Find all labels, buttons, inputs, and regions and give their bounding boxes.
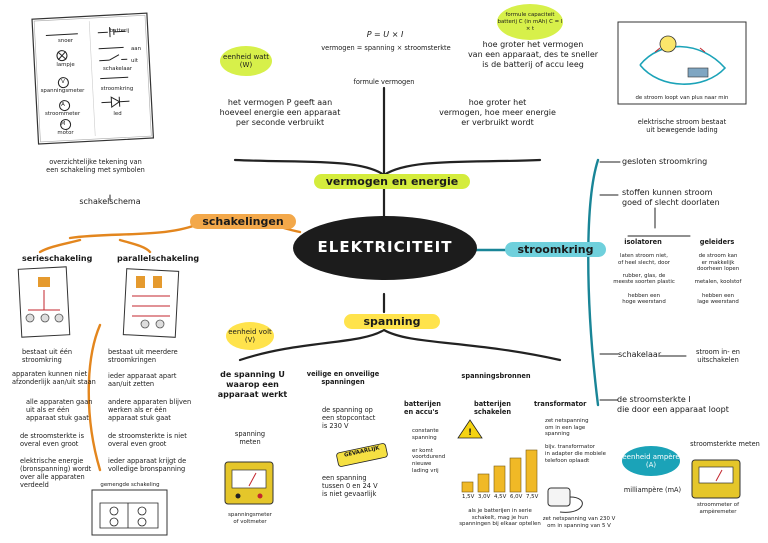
charger-picture — [547, 487, 583, 513]
connector-serie-facts — [87, 323, 102, 472]
parallel-fact-1: bestaat uit meerdere stroomkringen — [108, 348, 178, 364]
milliampere-text: milliampère (mA) — [623, 486, 682, 494]
voltmeter-picture — [224, 461, 274, 505]
circuit-picture — [617, 21, 747, 105]
transformer-caption: zet netspanning van 230 V om in spanning… — [542, 516, 616, 529]
connector-stroomkring-trunk — [587, 158, 600, 407]
mixed-circuit-diagram — [91, 489, 168, 536]
parallel-fact-4: de stroomsterkte is niet overal even gro… — [108, 432, 187, 448]
battery-1-label: 1,5V — [462, 494, 475, 500]
battery-5-label: 7,5V — [526, 494, 539, 500]
symbol-label-motor: motor — [57, 130, 74, 136]
voltmeter-caption: spanningsmeter of voltmeter — [228, 512, 272, 525]
voltage-sources-title: spanningsbronnen — [461, 372, 531, 380]
symbol-label-aan: aan — [131, 46, 142, 52]
batteries-text: constante spanning er komt voortdurend n… — [412, 428, 446, 474]
conductors-title: geleiders — [699, 238, 735, 246]
battery-4-label: 6,0V — [510, 494, 523, 500]
serie-picture — [17, 266, 71, 338]
insulators-title: isolatoren — [624, 238, 662, 246]
symbol-label-spanningsmeter: spanningsmeter — [40, 88, 85, 94]
closed-circuit: gesloten stroomkring — [622, 157, 708, 166]
ammeter-picture — [691, 459, 741, 499]
symbol-label-led: led — [113, 111, 122, 117]
parallel-fact-3: andere apparaten blijven werken als er é… — [108, 398, 192, 422]
volt-unit-bubble: eenheid volt (V) — [226, 322, 274, 350]
power-formula-words: vermogen = spanning × stroomsterkte — [321, 44, 451, 52]
connector-serie — [38, 238, 82, 254]
conduct-text: stoffen kunnen stroom goed of slecht doo… — [622, 188, 720, 207]
ammeter-caption: stroommeter of ampèremeter — [697, 502, 739, 515]
battery-2-label: 3,0V — [478, 494, 491, 500]
battery-3-label: 4,5V — [494, 494, 507, 500]
serie-title: serieschakeling — [22, 254, 93, 263]
mixed-circuit-label: gemengde schakeling — [100, 482, 160, 488]
serie-fact-5: elektrische energie (bronspanning) wordt… — [20, 457, 92, 489]
power-more-energy: hoe groter het vermogen, hoe meer energi… — [439, 98, 556, 127]
parallel-fact-5: ieder apparaat krijgt de volledige brons… — [108, 457, 187, 473]
danger-sign — [336, 443, 388, 467]
symbol-label-uit: uit — [131, 58, 139, 64]
power-formula-label: formule vermogen — [353, 78, 415, 86]
circuit-caption: de stroom loopt van plus naar min — [635, 95, 729, 101]
batteries-series-title: batterijen schakelen — [474, 400, 512, 416]
symbol-label-stroommeter: stroommeter — [44, 111, 81, 117]
power-definition: het vermogen P geeft aan hoeveel energie… — [219, 98, 341, 127]
symbol-letter-m: M — [60, 121, 66, 127]
voltage-measure: spanning meten — [234, 430, 266, 446]
parallel-fact-2: ieder apparaat apart aan/uit zetten — [108, 372, 177, 388]
branch-vermogen: vermogen en energie — [314, 174, 470, 189]
center-title: ELEKTRICITEIT — [317, 238, 453, 256]
serie-fact-2: apparaten kunnen niet afzonderlijk aan/u… — [12, 370, 96, 386]
schakelschema-label: schakelschema — [79, 197, 141, 206]
charge-text: elektrische stroom bestaat uit bewegende… — [637, 118, 727, 134]
symbol-label-schakelaar: schakelaar — [102, 66, 133, 72]
watt-unit-bubble: eenheid watt (W) — [220, 46, 272, 76]
branch-stroomkring: stroomkring — [505, 242, 606, 257]
batteries-series-caption: als je batterijen in serie schakelt, mag… — [459, 508, 541, 528]
capacity-text: hoe groter het vermogen van een apparaat… — [467, 40, 599, 69]
insulators-text: laten stroom niet, of heel slecht, door … — [613, 253, 675, 306]
conductors-text: de stroom kan er makkelijk doorheen lope… — [694, 253, 742, 306]
svg-text:!: ! — [468, 428, 472, 438]
symbol-letter-a: A — [61, 102, 65, 108]
symbols-card — [31, 12, 155, 145]
connector-parallel — [118, 238, 152, 254]
safe-voltages-title: veilige en onveilige spanningen — [306, 370, 380, 386]
parallel-picture — [122, 268, 180, 338]
parallel-title: parallelschakeling — [117, 254, 200, 263]
serie-fact-3: alle apparaten gaan uit als er één appar… — [26, 398, 93, 422]
voltage-definition: de spanning U waarop een apparaat werkt — [217, 370, 288, 399]
schakelschema-description: overzichtelijke tekening van een schakel… — [46, 158, 145, 174]
symbol-label-snoer: snoer — [57, 38, 74, 44]
connector-spanning-brace — [238, 328, 562, 362]
ampere-unit-bubble: eenheid ampère (A) — [622, 446, 680, 476]
connector-schakel-brace — [68, 223, 198, 240]
current-definition: de stroomsterkte I die door een apparaat… — [617, 395, 729, 414]
symbol-label-lampje: lampje — [56, 62, 75, 68]
current-measure: stroomsterkte meten — [690, 440, 760, 448]
switch-label: schakelaar — [618, 350, 662, 359]
connector-vermogen-brace — [233, 158, 542, 177]
battery-series-picture: ! — [457, 419, 538, 493]
serie-fact-1: bestaat uit één stroomkring — [22, 348, 73, 364]
serie-fact-4: de stroomsterkte is overal even groot — [20, 432, 85, 448]
safe-voltage-range: een spanning tussen 0 en 24 V is niet ge… — [322, 474, 378, 498]
center-blob — [293, 216, 477, 280]
socket-voltage: de spanning op een stopcontact is 230 V — [322, 406, 376, 430]
switch-text: stroom in- en uitschakelen — [696, 348, 740, 364]
branch-schakelingen: schakelingen — [190, 214, 296, 229]
branch-spanning: spanning — [344, 314, 440, 329]
transformer-title: transformator — [534, 400, 587, 408]
symbol-label-stroomkring: stroomkring — [100, 86, 134, 92]
symbol-letter-v: V — [61, 79, 65, 85]
power-formula: P = U × I — [366, 30, 404, 39]
transformer-text: zet netspanning om in een lage spanning … — [545, 418, 606, 464]
batteries-title: batterijen en accu's — [404, 400, 441, 416]
capacity-formula-bubble: formule capaciteit batterij C (in mAh) C… — [497, 4, 563, 40]
symbol-label-batterij: batterij — [109, 28, 130, 34]
